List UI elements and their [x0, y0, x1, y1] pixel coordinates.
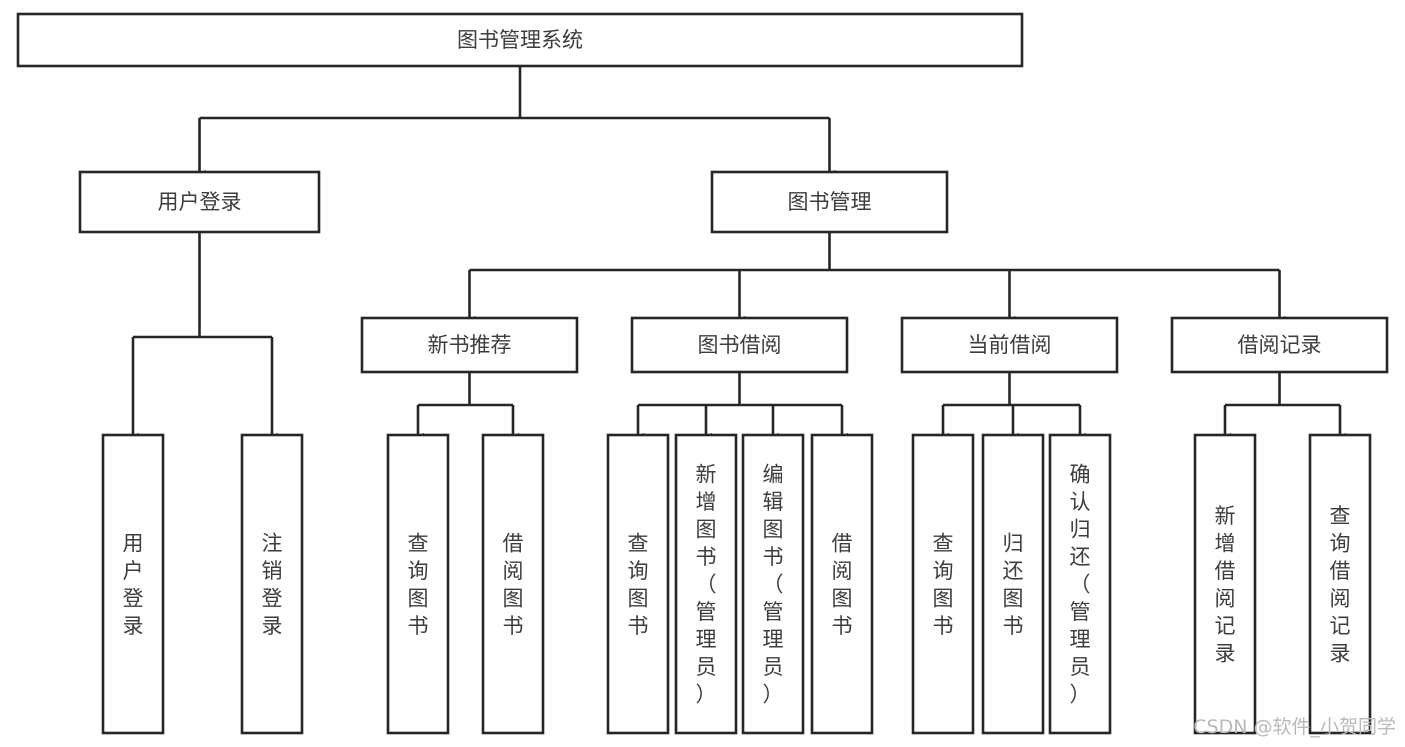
- node-box-new-book-recommend[interactable]: [360, 316, 579, 374]
- node-leaf-query-book-current[interactable]: 查询图书: [911, 433, 975, 735]
- node-book-management[interactable]: 图书管理: [710, 170, 949, 234]
- node-box-leaf-borrow-book[interactable]: [810, 433, 874, 735]
- node-user-login[interactable]: 用户登录: [78, 170, 321, 234]
- node-box-leaf-borrow-book-recommend[interactable]: [481, 433, 545, 735]
- node-current-borrow[interactable]: 当前借阅: [900, 316, 1119, 374]
- node-box-leaf-confirm-return[interactable]: [1048, 433, 1112, 735]
- node-box-leaf-query-book-current[interactable]: [911, 433, 975, 735]
- node-box-leaf-user-login[interactable]: [101, 433, 165, 735]
- node-new-book-recommend[interactable]: 新书推荐: [360, 316, 579, 374]
- node-box-leaf-add-borrow-record[interactable]: [1193, 433, 1257, 735]
- node-leaf-borrow-book[interactable]: 借阅图书: [810, 433, 874, 735]
- node-label-leaf-return-book: 归还图书: [1003, 531, 1024, 638]
- node-leaf-add-borrow-record[interactable]: 新增借阅记录: [1193, 433, 1257, 735]
- node-box-leaf-edit-book[interactable]: [741, 433, 805, 735]
- node-box-leaf-add-book[interactable]: [674, 433, 738, 735]
- node-label-leaf-edit-book: 编辑图书（管理员）: [763, 463, 784, 707]
- node-box-user-login[interactable]: [78, 170, 321, 234]
- node-box-book-management[interactable]: [710, 170, 949, 234]
- node-box-leaf-query-borrow-record[interactable]: [1308, 433, 1372, 735]
- node-label-leaf-confirm-return: 确认归还（管理员）: [1070, 463, 1091, 707]
- node-leaf-query-book-borrow[interactable]: 查询图书: [606, 433, 670, 735]
- node-label-leaf-user-logout: 注销登录: [262, 531, 283, 638]
- node-leaf-confirm-return[interactable]: 确认归还（管理员）: [1048, 433, 1112, 735]
- node-book-borrow[interactable]: 图书借阅: [630, 316, 849, 374]
- node-box-root[interactable]: [16, 12, 1024, 68]
- node-box-leaf-return-book[interactable]: [981, 433, 1045, 735]
- node-leaf-return-book[interactable]: 归还图书: [981, 433, 1045, 735]
- watermark: CSDN @软件_小贺同学: [1193, 716, 1396, 738]
- node-label-book-management: 图书管理: [788, 190, 872, 214]
- node-box-book-borrow[interactable]: [630, 316, 849, 374]
- node-label-leaf-user-login: 用户登录: [123, 531, 144, 638]
- node-label-leaf-borrow-book: 借阅图书: [832, 531, 853, 638]
- node-label-leaf-add-borrow-record: 新增借阅记录: [1215, 504, 1236, 666]
- node-leaf-user-login[interactable]: 用户登录: [101, 433, 165, 735]
- node-label-leaf-add-book: 新增图书（管理员）: [696, 463, 717, 707]
- node-label-new-book-recommend: 新书推荐: [428, 333, 512, 357]
- node-leaf-edit-book[interactable]: 编辑图书（管理员）: [741, 433, 805, 735]
- node-borrow-records[interactable]: 借阅记录: [1170, 316, 1389, 374]
- node-box-leaf-user-logout[interactable]: [240, 433, 304, 735]
- node-leaf-user-logout[interactable]: 注销登录: [240, 433, 304, 735]
- node-box-leaf-query-book-borrow[interactable]: [606, 433, 670, 735]
- node-label-leaf-borrow-book-recommend: 借阅图书: [503, 531, 524, 638]
- node-leaf-query-borrow-record[interactable]: 查询借阅记录: [1308, 433, 1372, 735]
- node-box-current-borrow[interactable]: [900, 316, 1119, 374]
- node-leaf-query-book-recommend[interactable]: 查询图书: [386, 433, 450, 735]
- node-label-leaf-query-book-borrow: 查询图书: [628, 531, 649, 638]
- node-box-borrow-records[interactable]: [1170, 316, 1389, 374]
- connector-layer: [133, 66, 1340, 434]
- node-label-root: 图书管理系统: [457, 28, 583, 52]
- node-root[interactable]: 图书管理系统: [16, 12, 1024, 68]
- node-label-user-login: 用户登录: [158, 190, 242, 214]
- node-leaf-borrow-book-recommend[interactable]: 借阅图书: [481, 433, 545, 735]
- node-label-leaf-query-borrow-record: 查询借阅记录: [1330, 504, 1351, 666]
- node-label-leaf-query-book-current: 查询图书: [933, 531, 954, 638]
- node-box-leaf-query-book-recommend[interactable]: [386, 433, 450, 735]
- node-label-borrow-records: 借阅记录: [1238, 333, 1322, 357]
- node-label-current-borrow: 当前借阅: [968, 333, 1052, 357]
- node-label-leaf-query-book-recommend: 查询图书: [408, 531, 429, 638]
- node-label-book-borrow: 图书借阅: [698, 333, 782, 357]
- node-layer: 图书管理系统用户登录图书管理新书推荐图书借阅当前借阅借阅记录用户登录注销登录查询…: [16, 12, 1389, 735]
- node-leaf-add-book[interactable]: 新增图书（管理员）: [674, 433, 738, 735]
